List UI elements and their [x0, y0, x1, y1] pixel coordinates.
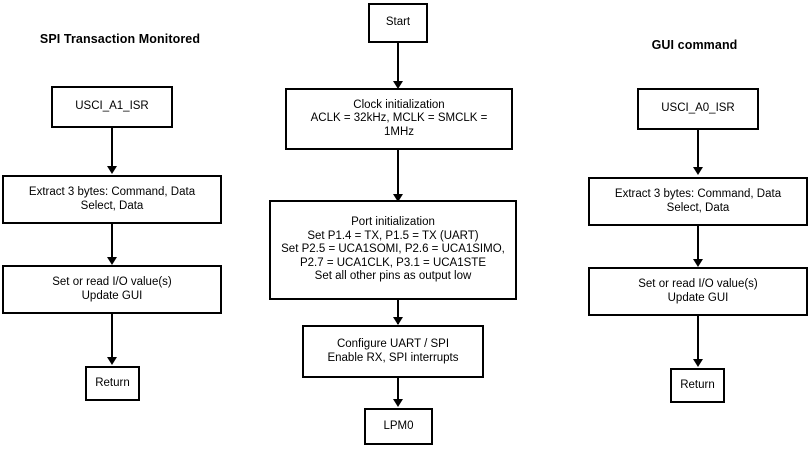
node-return-right[interactable]: Return	[670, 368, 725, 403]
node-start-label: Start	[385, 16, 411, 29]
node-configure-uart-spi-label: Configure UART / SPI Enable RX, SPI inte…	[327, 338, 459, 364]
node-lpm0[interactable]: LPM0	[364, 408, 433, 445]
node-port-init-label: Port initialization Set P1.4 = TX, P1.5 …	[281, 216, 505, 283]
edge-usci-a0-to-extract	[697, 130, 699, 169]
node-clock-init[interactable]: Clock initialization ACLK = 32kHz, MCLK …	[285, 88, 513, 150]
arrowhead-extract-to-setread-left	[107, 257, 117, 265]
node-extract-bytes-left[interactable]: Extract 3 bytes: Command, Data Select, D…	[2, 175, 222, 224]
node-usci-a0-isr-label: USCI_A0_ISR	[661, 102, 735, 115]
arrowhead-port-to-configure	[393, 317, 403, 325]
node-configure-uart-spi[interactable]: Configure UART / SPI Enable RX, SPI inte…	[302, 325, 484, 378]
arrowhead-usci-a1-to-extract	[107, 166, 117, 174]
arrowhead-setread-to-return-right	[693, 359, 703, 367]
right-column-heading: GUI command	[651, 38, 738, 52]
arrowhead-clock-to-port-init	[393, 194, 403, 202]
edge-port-to-configure	[397, 300, 399, 324]
node-extract-bytes-right-label: Extract 3 bytes: Command, Data Select, D…	[614, 188, 782, 214]
node-usci-a1-isr[interactable]: USCI_A1_ISR	[51, 86, 173, 128]
node-set-read-io-right[interactable]: Set or read I/O value(s) Update GUI	[588, 267, 808, 316]
edge-configure-to-lpm0	[397, 378, 399, 405]
node-usci-a1-isr-label: USCI_A1_ISR	[75, 100, 149, 113]
node-set-read-io-left[interactable]: Set or read I/O value(s) Update GUI	[2, 265, 222, 314]
arrowhead-start-to-clock-init	[393, 81, 403, 89]
edge-usci-a1-to-extract	[111, 128, 113, 167]
node-start[interactable]: Start	[368, 3, 428, 43]
node-lpm0-label: LPM0	[383, 419, 414, 432]
node-return-right-label: Return	[680, 378, 715, 391]
node-clock-init-label: Clock initialization ACLK = 32kHz, MCLK …	[310, 98, 488, 138]
edge-start-to-clock-init	[397, 43, 399, 85]
arrowhead-configure-to-lpm0	[393, 399, 403, 407]
edge-extract-to-setread-left	[111, 224, 113, 262]
node-usci-a0-isr[interactable]: USCI_A0_ISR	[637, 88, 759, 130]
node-return-left-label: Return	[95, 376, 130, 389]
node-set-read-io-left-label: Set or read I/O value(s) Update GUI	[52, 276, 172, 302]
node-port-init[interactable]: Port initialization Set P1.4 = TX, P1.5 …	[269, 200, 517, 300]
edge-setread-to-return-left	[111, 314, 113, 361]
node-extract-bytes-right[interactable]: Extract 3 bytes: Command, Data Select, D…	[588, 177, 808, 226]
edge-extract-to-setread-right	[697, 226, 699, 264]
node-return-left[interactable]: Return	[85, 366, 140, 401]
edge-clock-to-port-init	[397, 150, 399, 199]
edge-setread-to-return-right	[697, 316, 699, 363]
arrowhead-setread-to-return-left	[107, 357, 117, 365]
node-set-read-io-right-label: Set or read I/O value(s) Update GUI	[638, 278, 758, 304]
left-column-heading: SPI Transaction Monitored	[39, 32, 201, 46]
arrowhead-usci-a0-to-extract	[693, 167, 703, 175]
arrowhead-extract-to-setread-right	[693, 259, 703, 267]
node-extract-bytes-left-label: Extract 3 bytes: Command, Data Select, D…	[28, 186, 196, 212]
